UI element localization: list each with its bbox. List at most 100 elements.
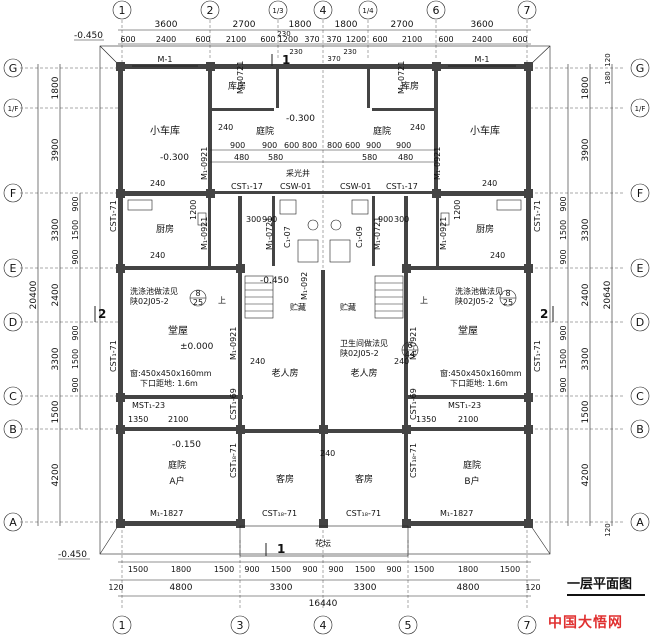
- grid-label: 1/F: [635, 105, 646, 113]
- dim-text: 300: [394, 215, 409, 224]
- title-underline: [567, 594, 645, 596]
- window-platform-note: 窗:450x450x160mm: [440, 368, 522, 378]
- grid-label: B: [636, 423, 644, 436]
- grid-label: F: [637, 187, 643, 200]
- elevation-label: -0.450: [58, 550, 87, 560]
- dim-text: 1200: [453, 200, 462, 220]
- section-mark: 2: [540, 307, 548, 321]
- window-platform-note: 窗:450x450x160mm: [130, 368, 212, 378]
- dim-text: 900: [559, 325, 568, 340]
- dim-text: 900: [71, 325, 80, 340]
- dim-text: 900: [396, 141, 411, 150]
- detail-annotations: 洗涤池做法见 陕02J05-2 8 25 洗涤池做法见 陕02J05-2 8 2…: [130, 286, 522, 388]
- door-tag: M₁-0921: [200, 217, 209, 250]
- grid-label: 4: [320, 4, 327, 17]
- grid-label: 1: [119, 4, 126, 17]
- dim-text: 2400: [581, 283, 591, 306]
- detail-circle-bottom: 25: [503, 298, 513, 307]
- grid-bubbles-top: 1 2 1/3 4 1/4 6 7: [112, 0, 537, 20]
- dim-text: 600: [284, 141, 299, 150]
- dim-text: 900: [559, 196, 568, 211]
- dim-text: 240: [150, 179, 165, 188]
- watermark: 中国大悟网: [548, 615, 623, 631]
- window-tag: CST₁₈-71: [346, 509, 381, 518]
- dim-text: 1500: [214, 565, 234, 574]
- door-tag: M₁-1827: [440, 509, 473, 518]
- dim-text: 1200: [346, 35, 366, 44]
- dim-text: 600: [195, 35, 210, 44]
- grid-label: 1/3: [272, 7, 283, 15]
- window-tag: C₁-07: [283, 226, 292, 248]
- window-tag: CST₁-69: [229, 388, 238, 420]
- room-storage-small-right: 贮藏: [340, 302, 356, 312]
- dim-text: 240: [150, 251, 165, 260]
- dim-text: 4800: [457, 583, 480, 593]
- door-tag: M₁-0921: [229, 327, 238, 360]
- dim-text: 600: [260, 35, 275, 44]
- dim-text: 900: [386, 565, 401, 574]
- grid-label: 1/4: [362, 7, 374, 15]
- dim-text: 230: [289, 48, 302, 56]
- grid-label: D: [9, 316, 17, 329]
- dimensions-right: 1800 3900 3300 2400 3300 1500 4200 900 1…: [559, 53, 613, 536]
- dim-text: 600: [345, 141, 360, 150]
- dim-text: 600: [438, 35, 453, 44]
- dim-text: 900: [328, 565, 343, 574]
- plan-title-block: 一层平面图: [567, 573, 657, 596]
- dim-text: 1350: [128, 415, 148, 424]
- grid-label: A: [9, 516, 17, 529]
- dim-text: 3300: [581, 347, 591, 370]
- dim-text: 1500: [271, 565, 291, 574]
- door-tag: M₁-0921: [200, 147, 209, 180]
- door-tag: M₁-0721: [373, 217, 382, 250]
- dim-text: 1500: [355, 565, 375, 574]
- dim-text: 20640: [603, 280, 613, 309]
- room-hall-left: 堂屋: [168, 325, 188, 337]
- grid-label: 1: [119, 619, 126, 632]
- wash-basin-ref: 陕02J05-2: [130, 296, 169, 306]
- flower-bed: [239, 525, 409, 557]
- dim-text: 1500: [128, 565, 148, 574]
- detail-circle-top: 6: [407, 341, 412, 350]
- dim-text: 900: [559, 377, 568, 392]
- grid-label: C: [636, 390, 644, 403]
- dim-text: 4200: [51, 463, 61, 486]
- dim-text: 2400: [51, 283, 61, 306]
- wash-basin-note: 洗涤池做法见: [130, 286, 178, 296]
- grid-label: B: [9, 423, 17, 436]
- interior-dims: 240 240 900 900 600 800 800 600 900 900 …: [128, 123, 505, 458]
- dim-text: 3600: [155, 20, 178, 30]
- unit-a-label: A户: [169, 475, 184, 487]
- wash-basin-ref: 陕02J05-2: [455, 296, 494, 306]
- window-tag: MST₁-23: [132, 401, 165, 410]
- elevation-label: -0.450: [74, 31, 103, 41]
- dim-text: 900: [262, 141, 277, 150]
- dim-text: 1800: [458, 565, 478, 574]
- detail-circle-bottom: 25: [193, 298, 203, 307]
- dim-text: 1200: [278, 35, 298, 44]
- dim-text: 1800: [335, 20, 358, 30]
- grid-label: 2: [207, 4, 214, 17]
- stair-up-label: 上: [420, 296, 428, 305]
- dim-text: 3300: [581, 218, 591, 241]
- dim-text: 2700: [391, 20, 414, 30]
- dim-text: 3300: [51, 218, 61, 241]
- window-tag: CST₁₈-71: [229, 443, 238, 478]
- dim-text: 900: [559, 249, 568, 264]
- grid-label: G: [636, 62, 645, 75]
- door-tag: M₁-0921: [433, 147, 442, 180]
- dim-text: 240: [410, 123, 425, 132]
- window-platform-height: 下口距地: 1.6m: [450, 378, 508, 388]
- section-mark: 1: [282, 53, 290, 67]
- dim-text: 900: [71, 196, 80, 211]
- dim-text: 900: [262, 215, 277, 224]
- dim-text: 16440: [309, 599, 338, 609]
- section-marks: 1 1 2 2: [94, 53, 554, 556]
- dim-text: 1500: [71, 349, 80, 369]
- dim-text: 3300: [51, 347, 61, 370]
- elevation-label: ±0.000: [180, 342, 214, 352]
- dim-text: 900: [366, 141, 381, 150]
- dim-text: 600: [120, 35, 135, 44]
- door-tag: M₁-0721: [236, 61, 245, 94]
- dim-text: 1500: [500, 565, 520, 574]
